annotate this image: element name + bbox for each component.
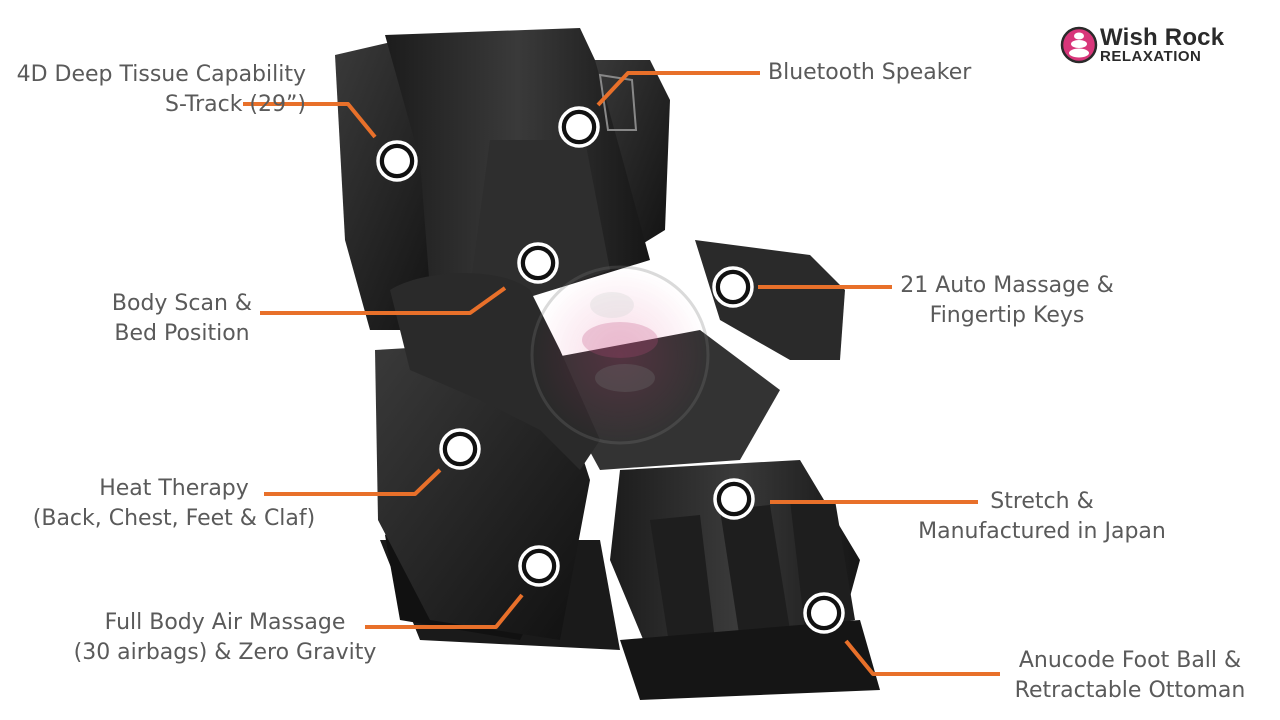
feature-label-auto-massage: 21 Auto Massage &Fingertip Keys: [900, 273, 1114, 328]
circle-marker-icon: [558, 106, 600, 148]
hotspot-markers: [376, 106, 845, 634]
leader-line-bluetooth: [596, 71, 760, 107]
circle-marker-icon: [439, 428, 481, 470]
feature-label-bodyscan: Body Scan &Bed Position: [111, 291, 253, 346]
circle-marker-icon: [376, 140, 418, 182]
circle-marker-icon: [803, 592, 845, 634]
feature-label-heat: Heat Therapy(Back, Chest, Feet & Claf): [32, 476, 316, 531]
leader-line-air: [365, 593, 524, 629]
circle-marker-icon: [712, 266, 754, 308]
feature-label-air-massage: Full Body Air Massage(30 airbags) & Zero…: [73, 610, 377, 665]
leader-line-heat: [264, 468, 442, 496]
leader-line-foot: [844, 639, 1000, 676]
leader-line-bodyscan: [260, 286, 507, 315]
feature-label-stretch: Stretch &Manufactured in Japan: [918, 489, 1166, 544]
circle-marker-icon: [518, 545, 560, 587]
leader-line-4d: [243, 102, 377, 139]
leader-lines: [243, 71, 1000, 676]
feature-label-foot: Anucode Foot Ball &Retractable Ottoman: [1014, 648, 1246, 703]
brand-tagline: RELAXATION: [1100, 48, 1202, 65]
circle-marker-icon: [517, 242, 559, 284]
watermark-logo: [530, 265, 710, 445]
circle-marker-icon: [713, 478, 755, 520]
feature-label-bluetooth: Bluetooth Speaker: [768, 60, 972, 85]
brand-name: Wish Rock: [1100, 24, 1225, 51]
brand-logo: Wish Rock RELAXATION: [1060, 22, 1260, 70]
stacked-stones-icon: [1060, 26, 1098, 64]
